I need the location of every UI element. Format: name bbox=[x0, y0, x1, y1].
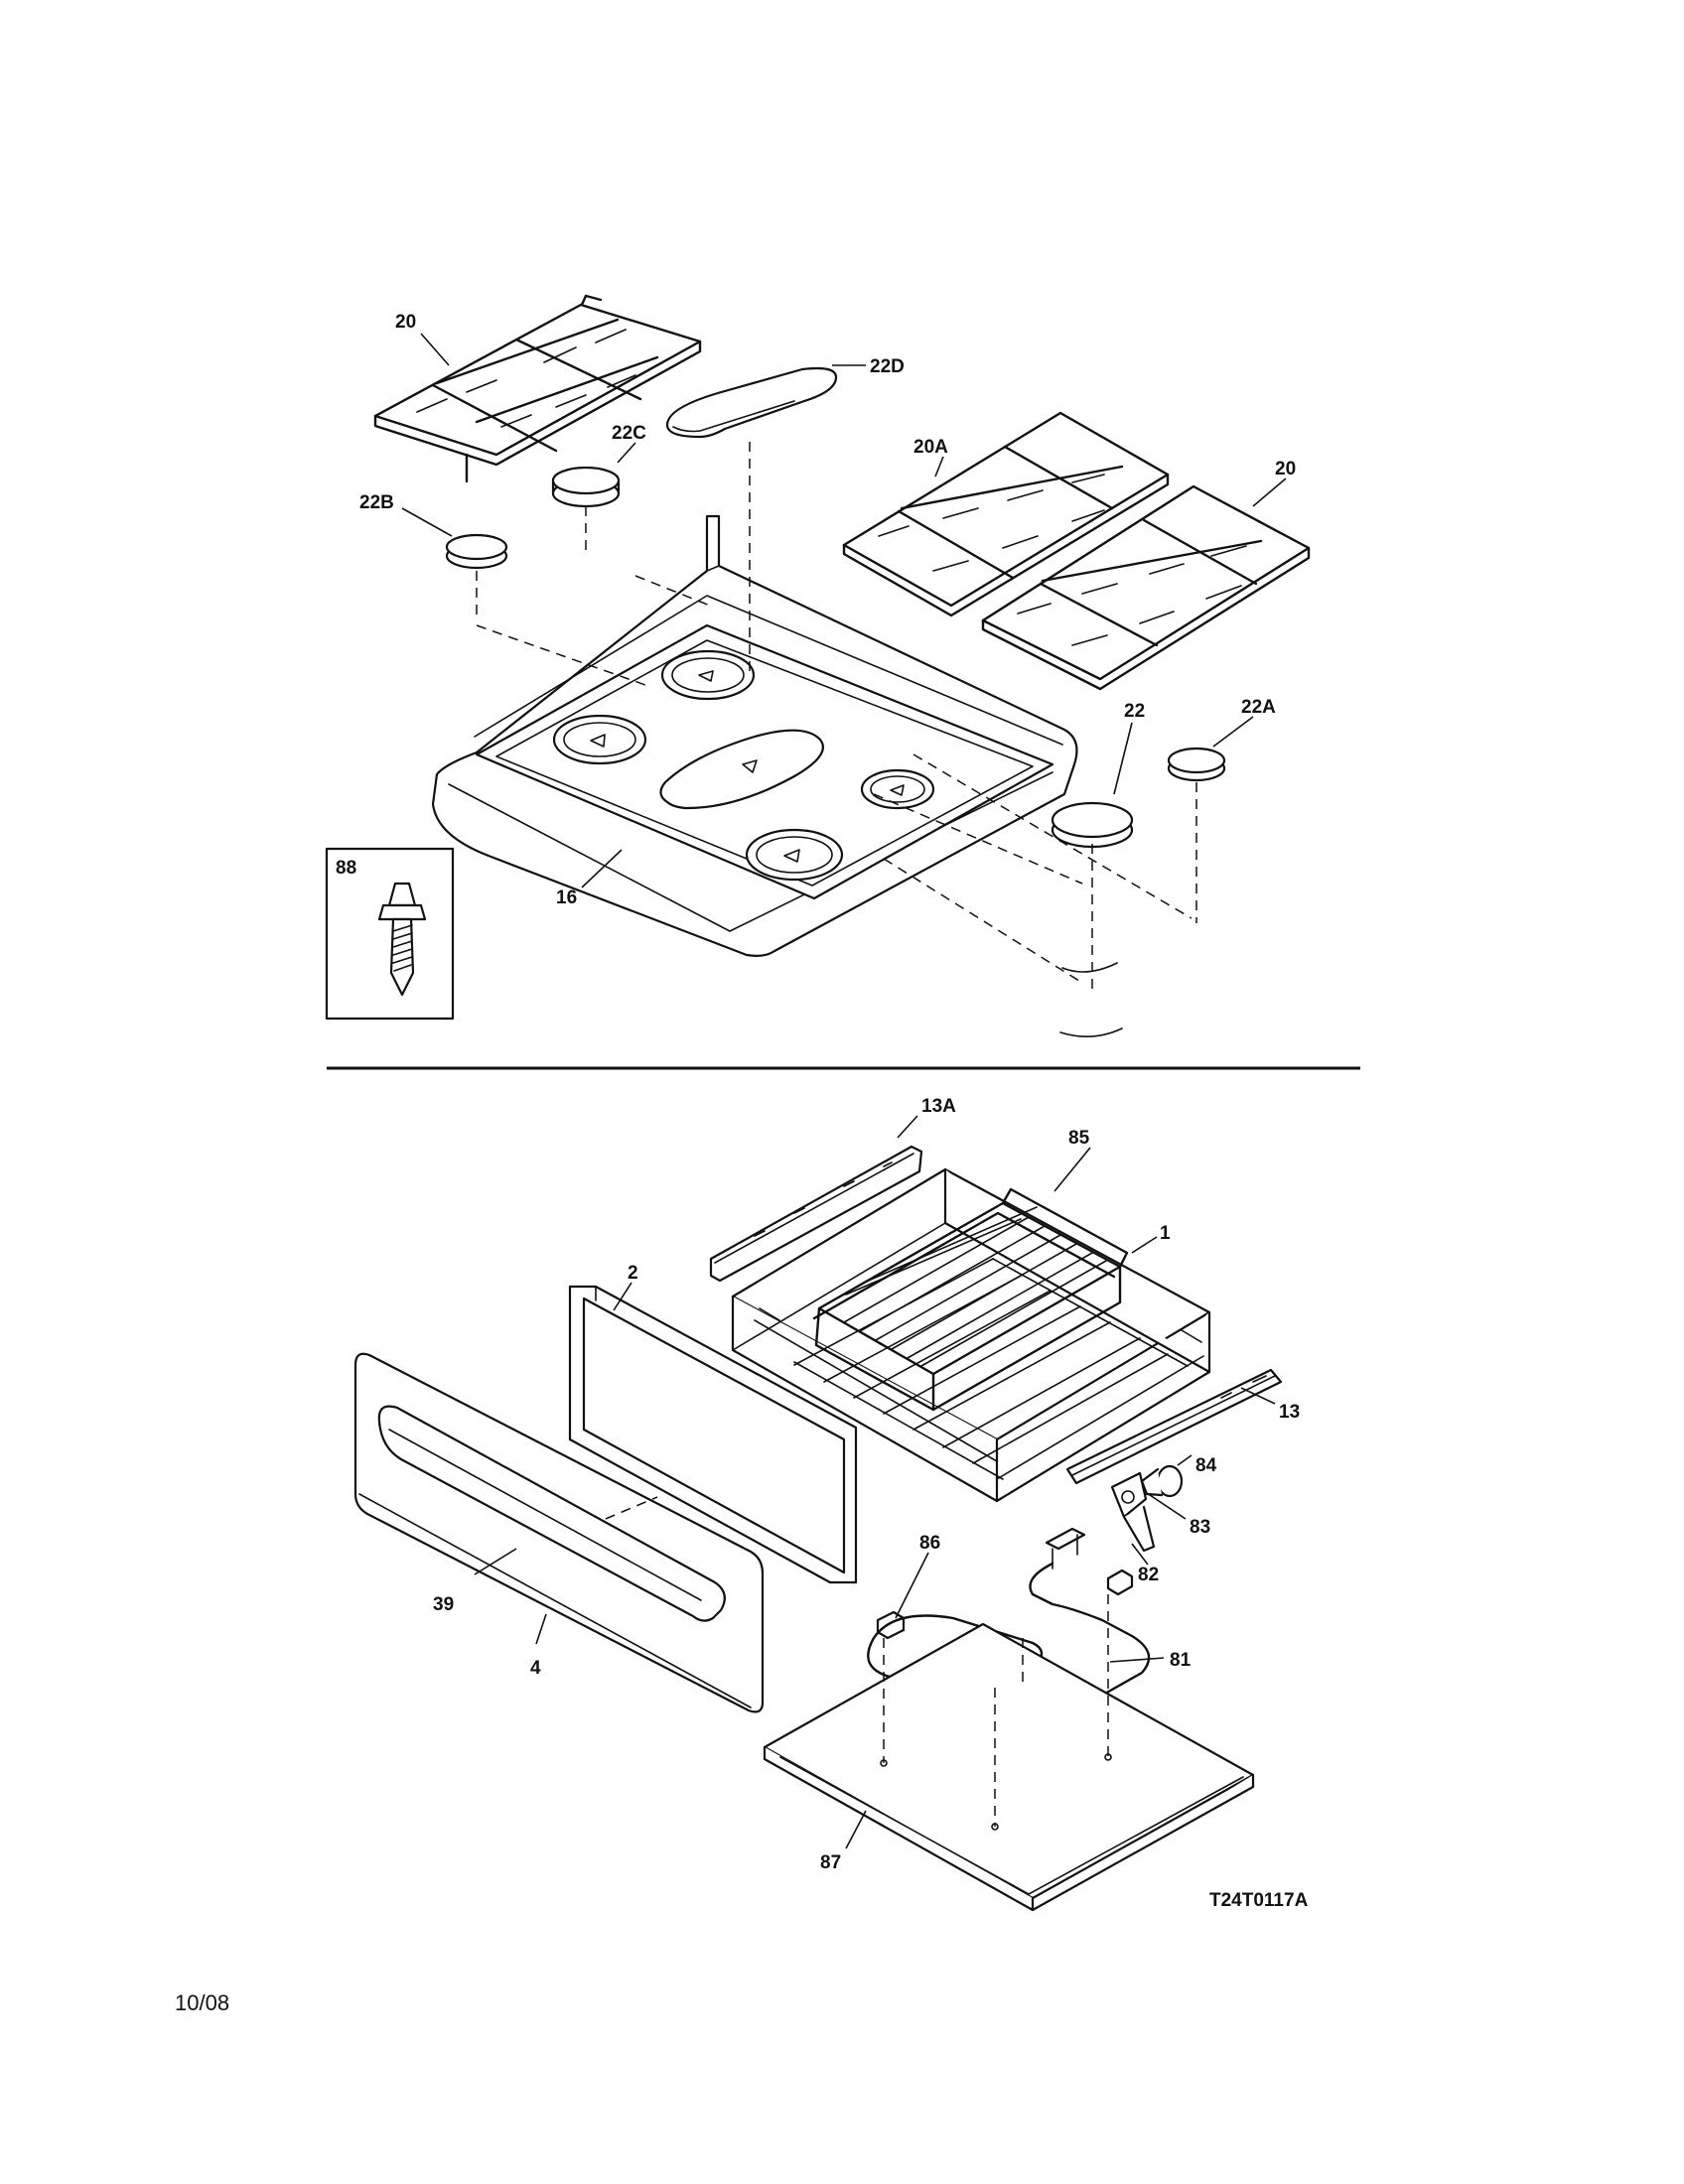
element-terminal-bracket bbox=[1045, 1527, 1086, 1570]
drawer-bottom-pan bbox=[763, 1622, 1255, 1912]
callout-2: 2 bbox=[628, 1263, 638, 1284]
oven-rack bbox=[812, 1187, 1129, 1412]
rear-right-burner bbox=[860, 768, 935, 810]
callout-81: 81 bbox=[1170, 1650, 1192, 1671]
callout-22: 22 bbox=[1124, 701, 1145, 722]
drawer-front-panel bbox=[353, 1352, 765, 1713]
rear-left-burner bbox=[660, 649, 756, 701]
cooktop-burner-openings bbox=[552, 649, 935, 882]
callout-22d: 22D bbox=[870, 356, 905, 377]
burner-cap-22c bbox=[551, 466, 621, 508]
callout-88: 88 bbox=[336, 858, 356, 879]
callout-20-right: 20 bbox=[1275, 459, 1296, 479]
callout-20-left: 20 bbox=[395, 312, 416, 333]
callout-labels: 20 22D 22C 22B 20A 20 22 22A 16 88 13A 8… bbox=[175, 312, 1309, 2015]
center-burner-grate bbox=[842, 411, 1170, 617]
front-right-burner bbox=[745, 828, 844, 882]
leveling-leg-bolt bbox=[377, 882, 427, 997]
callout-22b: 22B bbox=[359, 492, 394, 513]
callout-20a: 20A bbox=[913, 437, 948, 458]
callout-87: 87 bbox=[820, 1852, 841, 1873]
leader-lines bbox=[401, 333, 1287, 1849]
burner-cap-22a bbox=[1167, 747, 1226, 782]
callout-16: 16 bbox=[556, 887, 577, 908]
callout-84: 84 bbox=[1195, 1455, 1217, 1476]
clip-right bbox=[1106, 1569, 1134, 1596]
callout-22c: 22C bbox=[612, 423, 646, 444]
drawer-inner-panel bbox=[568, 1285, 858, 1584]
callout-13a: 13A bbox=[921, 1096, 956, 1117]
revision-date: 10/08 bbox=[175, 1990, 229, 2015]
burner-cap-22 bbox=[1051, 801, 1134, 849]
callout-1: 1 bbox=[1160, 1223, 1171, 1244]
center-oval-burner bbox=[659, 729, 824, 810]
drawing-number: T24T0117A bbox=[1209, 1890, 1309, 1911]
drawer-rail-13 bbox=[1065, 1368, 1283, 1485]
alignment-lines-top bbox=[476, 442, 1197, 1037]
front-left-burner bbox=[552, 714, 647, 765]
clip-86 bbox=[876, 1610, 906, 1640]
callout-13: 13 bbox=[1279, 1402, 1300, 1423]
callout-39: 39 bbox=[433, 1594, 454, 1615]
callout-82: 82 bbox=[1138, 1565, 1159, 1585]
cooktop-assembly bbox=[373, 294, 1311, 1037]
callout-86: 86 bbox=[919, 1533, 940, 1554]
alignment-lines-bottom bbox=[883, 1594, 1109, 1827]
callout-85: 85 bbox=[1068, 1128, 1090, 1149]
callout-22a: 22A bbox=[1241, 697, 1276, 718]
bracket-83-82 bbox=[1110, 1471, 1156, 1553]
right-burner-grate bbox=[981, 484, 1311, 691]
burner-cap-22b bbox=[445, 533, 508, 570]
callout-83: 83 bbox=[1190, 1517, 1210, 1538]
drawer-rail-13a bbox=[709, 1145, 923, 1283]
callout-4: 4 bbox=[530, 1658, 541, 1679]
left-burner-grate bbox=[373, 294, 702, 483]
drawer-assembly bbox=[353, 1145, 1283, 1912]
drawer-handle bbox=[377, 1405, 726, 1622]
inset-box-88 bbox=[325, 847, 455, 1021]
oval-burner-cap bbox=[665, 366, 838, 439]
drawer-alignment-line bbox=[605, 1496, 658, 1520]
sensor-84 bbox=[1140, 1464, 1184, 1498]
